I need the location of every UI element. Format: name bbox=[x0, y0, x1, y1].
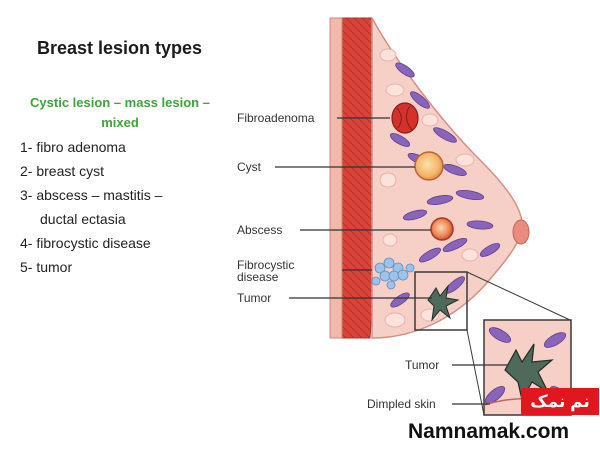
brand-persian-text: نم نمک bbox=[530, 392, 590, 411]
label-tumor-zoom: Tumor bbox=[405, 358, 440, 372]
label-fibrocystic-disease: disease bbox=[237, 270, 279, 284]
fibrocystic-cluster bbox=[371, 257, 415, 290]
label-tumor: Tumor bbox=[237, 291, 272, 305]
brand-badge: نم نمک bbox=[521, 388, 599, 415]
list-item: 4- fibrocystic disease bbox=[20, 235, 151, 251]
tumor-mass bbox=[427, 284, 460, 322]
label-abscess: Abscess bbox=[237, 223, 283, 237]
fibroadenoma-mass bbox=[391, 102, 419, 134]
chest-muscle bbox=[340, 17, 377, 339]
tumor-highlight-box bbox=[414, 271, 468, 331]
rib-band bbox=[329, 17, 343, 339]
label-fibroadenoma: Fibroadenoma bbox=[237, 111, 315, 125]
list-item: ductal ectasia bbox=[40, 211, 126, 227]
list-item: 3- abscess – mastitis – bbox=[20, 187, 163, 203]
list-item: 5- tumor bbox=[20, 259, 73, 275]
label-cyst: Cyst bbox=[237, 160, 261, 174]
lesion-type-list: 1- fibro adenoma 2- breast cyst 3- absce… bbox=[20, 135, 162, 279]
list-item: 2- breast cyst bbox=[20, 163, 105, 179]
label-dimpled-skin: Dimpled skin bbox=[367, 397, 436, 411]
brand-url-text: Namnamak.com bbox=[408, 420, 570, 443]
list-item: 1- fibro adenoma bbox=[20, 139, 126, 155]
label-fibrocystic: Fibrocystic bbox=[237, 258, 295, 272]
cyst-mass bbox=[414, 151, 444, 181]
abscess-mass bbox=[430, 217, 454, 241]
page-title: Breast lesion types bbox=[37, 38, 203, 58]
nipple bbox=[512, 219, 530, 245]
lesion-category-subtitle: Cystic lesion – mass lesion – mixed bbox=[30, 95, 210, 130]
